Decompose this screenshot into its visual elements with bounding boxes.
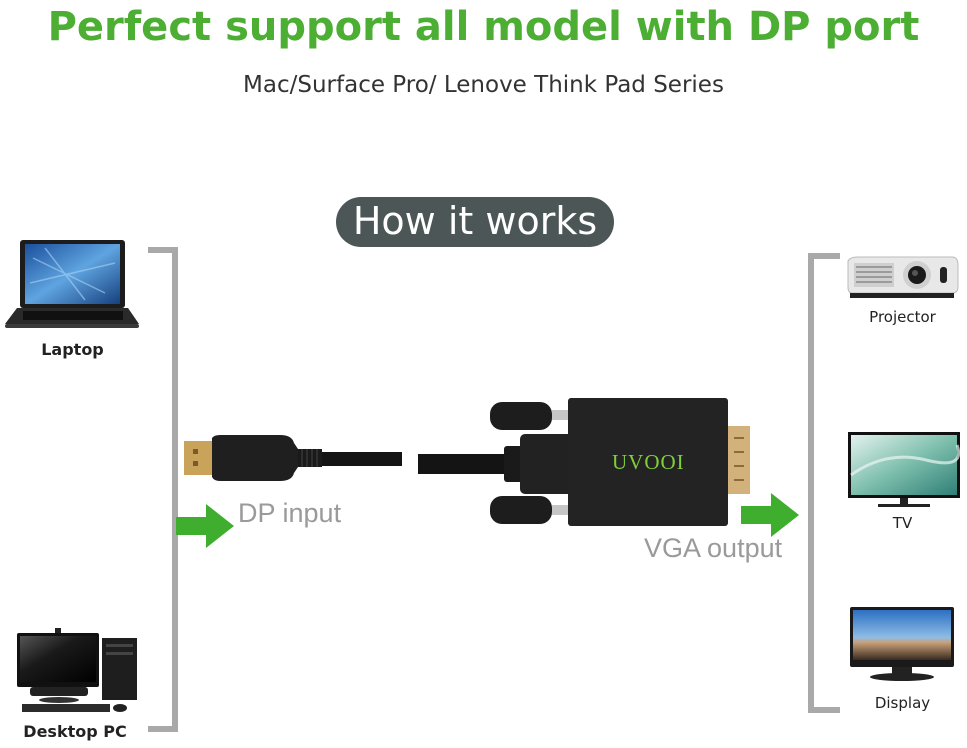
- dp-connector-icon: [180, 433, 410, 483]
- projector-label: Projector: [869, 308, 936, 326]
- dp-input-label: DP input: [238, 498, 342, 528]
- display-label: Display: [874, 694, 931, 712]
- desktop-pc-icon: [12, 628, 140, 716]
- right-bracket-top: [808, 253, 840, 259]
- vga-adapter-icon: [418, 396, 758, 528]
- left-bracket-bottom: [148, 726, 178, 732]
- input-arrow-icon: [176, 504, 236, 548]
- right-bracket: [808, 253, 814, 713]
- page-subtitle: Mac/Surface Pro/ Lenove Think Pad Series: [243, 72, 724, 98]
- right-bracket-bottom: [808, 707, 840, 713]
- left-bracket: [172, 247, 178, 732]
- laptop-icon: [5, 238, 140, 330]
- projector-icon: [844, 253, 959, 303]
- left-bracket-top: [148, 247, 178, 253]
- tv-icon: [846, 430, 961, 510]
- tv-label: TV: [892, 514, 913, 532]
- display-icon: [848, 605, 956, 683]
- desktop-pc-label: Desktop PC: [23, 722, 127, 741]
- page-title: Perfect support all model with DP port: [47, 4, 920, 50]
- vga-output-label: VGA output: [644, 533, 783, 563]
- how-it-works-badge: How it works: [336, 197, 614, 247]
- laptop-label: Laptop: [41, 340, 104, 359]
- output-arrow-icon: [741, 493, 801, 537]
- brand-label: UVOOI: [612, 450, 685, 474]
